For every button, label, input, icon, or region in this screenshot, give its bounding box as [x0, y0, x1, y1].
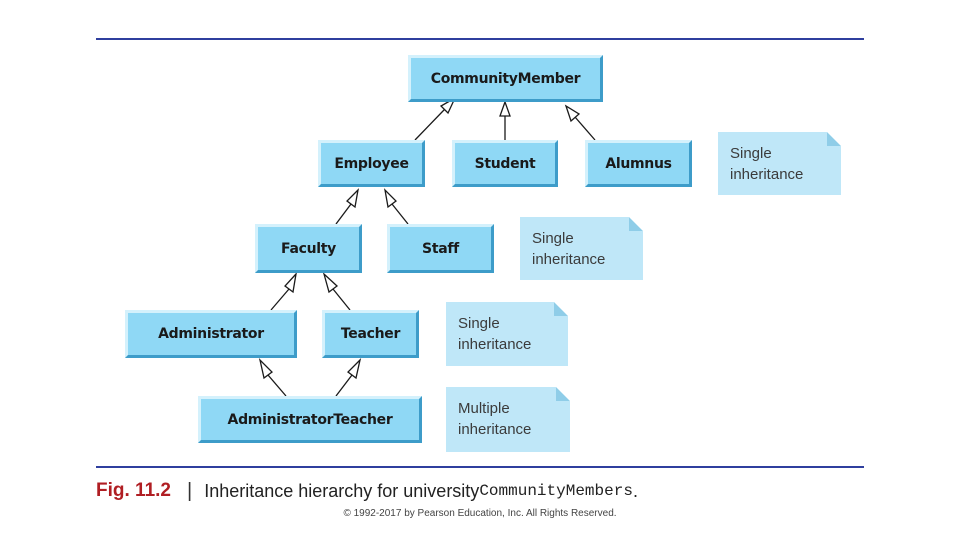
top-rule	[96, 38, 864, 40]
arrowhead-administrator	[284, 271, 298, 294]
arrow-faculty-to-employee	[335, 203, 352, 225]
figure-caption: Fig. 11.2 | Inheritance hierarchy for un…	[96, 478, 638, 504]
class-employee: Employee	[318, 140, 425, 187]
caption-text: Inheritance hierarchy for university	[204, 480, 480, 501]
note-line: Multiple	[458, 400, 510, 417]
arrow-staff-to-employee	[391, 203, 409, 225]
note-single-inheritance-2: Single inheritance	[520, 217, 643, 280]
arrowhead-admteacher-administrator	[258, 357, 273, 380]
class-label: Employee	[334, 155, 409, 172]
note-line: inheritance	[532, 251, 606, 268]
note-line: inheritance	[458, 336, 532, 353]
class-label: Student	[474, 155, 536, 172]
class-label: CommunityMember	[430, 70, 581, 87]
note-line: Single	[532, 230, 574, 247]
class-communitymember: CommunityMember	[408, 55, 603, 102]
caption-period: .	[632, 480, 638, 501]
class-label: Alumnus	[605, 155, 672, 172]
class-administratorteacher: AdministratorTeacher	[198, 396, 422, 443]
arrowhead-alumnus	[564, 104, 581, 123]
class-alumnus: Alumnus	[585, 140, 692, 187]
figure-label: Fig. 11.2	[96, 480, 171, 501]
arrowhead-admteacher-teacher	[347, 357, 362, 380]
caption-code: CommunityMembers	[479, 482, 633, 500]
arrow-employee-to-communitymember	[414, 104, 450, 141]
arrow-alumnus-to-communitymember	[574, 116, 596, 141]
arrow-admteacher-to-administrator	[267, 374, 287, 397]
arrowhead-student	[499, 100, 511, 117]
class-administrator: Administrator	[125, 310, 297, 358]
arrow-administrator-to-faculty	[270, 288, 290, 311]
note-line: inheritance	[730, 166, 804, 183]
note-multiple-inheritance: Multiple inheritance	[446, 387, 570, 452]
class-staff: Staff	[387, 224, 494, 273]
class-label: AdministratorTeacher	[227, 411, 393, 428]
class-student: Student	[452, 140, 558, 187]
note-single-inheritance-1: Single inheritance	[718, 132, 841, 195]
class-label: Staff	[422, 240, 459, 257]
note-line: Single	[730, 145, 772, 162]
note-line: Single	[458, 315, 500, 332]
note-line: inheritance	[458, 421, 532, 438]
caption-separator: |	[186, 479, 193, 502]
class-teacher: Teacher	[322, 310, 419, 358]
arrowhead-teacher-faculty	[322, 271, 339, 294]
arrowhead-staff	[384, 188, 397, 209]
bottom-rule	[96, 466, 864, 468]
arrow-admteacher-to-teacher	[335, 374, 353, 397]
arrow-teacher-to-faculty	[332, 288, 351, 311]
copyright-notice: © 1992-2017 by Pearson Education, Inc. A…	[343, 508, 617, 519]
class-label: Administrator	[158, 326, 264, 342]
note-single-inheritance-3: Single inheritance	[446, 302, 568, 366]
arrowhead-faculty	[346, 188, 359, 209]
class-faculty: Faculty	[255, 224, 362, 273]
class-label: Faculty	[281, 240, 336, 257]
class-label: Teacher	[340, 326, 401, 342]
